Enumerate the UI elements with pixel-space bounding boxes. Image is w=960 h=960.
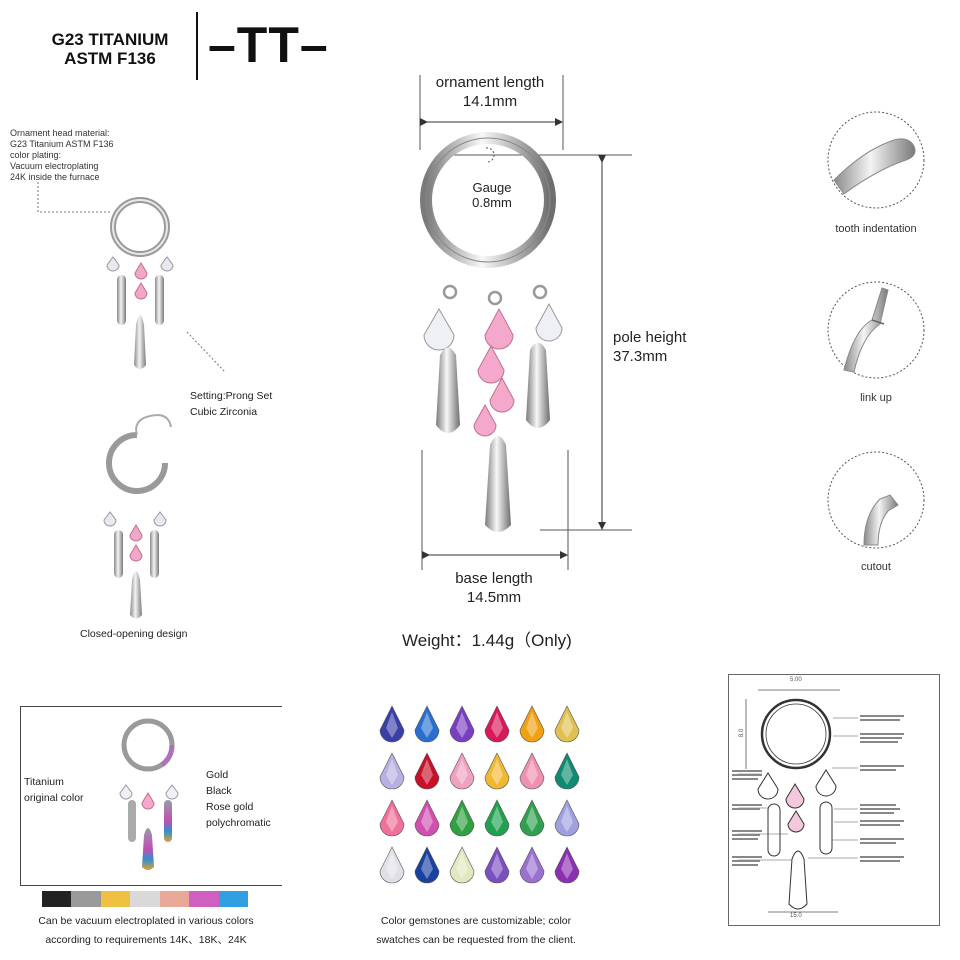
plating-caption-line: Can be vacuum electroplated in various c… <box>38 915 254 927</box>
open-earring-image <box>103 413 172 619</box>
material-note-line: Vacuum electroplating <box>10 161 99 171</box>
gemstone-swatch <box>479 747 514 794</box>
plating-swatch <box>218 891 248 907</box>
detail-caption-tooth: tooth indentation <box>835 223 917 235</box>
plating-options: Gold Black Rose gold polychromatic <box>206 767 271 831</box>
plating-left-line: Titanium <box>24 776 64 788</box>
gemstone-swatch <box>514 747 549 794</box>
plating-option: polychromatic <box>206 817 271 829</box>
material-note-line: 24K inside the furnace <box>10 172 100 182</box>
gemstone-swatch <box>549 700 584 747</box>
material-note: Ornament head material: G23 Titanium AST… <box>10 128 160 183</box>
base-length-label: base length <box>455 570 533 587</box>
material-leader-line <box>37 182 110 213</box>
brand-logo: –TT– <box>208 17 329 73</box>
weight-label: Weight：1.44g（Only) <box>402 631 572 650</box>
cutout-icon <box>827 451 925 549</box>
gemstone-swatch <box>409 700 444 747</box>
plating-option: Gold <box>206 769 229 781</box>
ornament-length-value: 14.1mm <box>462 93 518 110</box>
plating-swatch <box>159 891 190 907</box>
brand-divider <box>196 12 198 80</box>
gemstone-swatch <box>374 700 409 747</box>
brand-title-line1: G23 TITANIUM <box>51 30 169 49</box>
gemstone-swatch <box>409 841 444 888</box>
earring-product-image <box>106 197 174 369</box>
brand-title-line2: ASTM F136 <box>64 49 156 68</box>
gemstone-swatch <box>479 794 514 841</box>
setting-note-line: Cubic Zirconia <box>190 406 258 418</box>
tooth-indentation-icon <box>827 111 925 209</box>
ornament-length-label: ornament length <box>435 74 545 91</box>
gemstone-color-grid <box>374 700 584 890</box>
setting-note: Setting:Prong Set Cubic Zirconia <box>190 388 272 420</box>
drawing-top-dimension: 5.00 <box>790 677 802 683</box>
detail-caption-cutout: cutout <box>861 561 891 573</box>
detail-caption-link: link up <box>860 392 892 404</box>
gemstone-swatch <box>374 841 409 888</box>
plating-panel-left-line <box>20 706 21 886</box>
plating-caption: Can be vacuum electroplated in various c… <box>20 912 272 950</box>
titanium-original-color: Titanium original color <box>24 774 84 806</box>
plating-swatch <box>130 891 160 907</box>
plating-option: Black <box>206 785 232 797</box>
gemstone-swatch <box>514 841 549 888</box>
gemstone-swatch <box>514 794 549 841</box>
gemstone-swatch <box>514 700 549 747</box>
gemstone-swatch <box>374 794 409 841</box>
setting-note-line: Setting:Prong Set <box>190 390 273 402</box>
plating-swatch <box>71 891 101 907</box>
gemstone-swatch <box>444 700 479 747</box>
material-note-line: Ornament head material: <box>10 128 110 138</box>
drawing-bottom-dimension: 15.0 <box>790 913 802 919</box>
technical-drawing <box>728 674 940 926</box>
plating-swatch <box>100 891 131 907</box>
gemstone-swatch <box>374 747 409 794</box>
plating-left-line: original color <box>24 792 84 804</box>
gauge-label: Gauge <box>472 180 512 195</box>
gemstone-swatch <box>549 841 584 888</box>
plating-swatch <box>189 891 219 907</box>
gemstone-caption-line: swatches can be requested from the clien… <box>376 934 576 946</box>
gemstone-caption-line: Color gemstones are customizable; color <box>380 915 572 927</box>
base-length-value: 14.5mm <box>466 589 522 606</box>
material-note-line: color plating: <box>10 150 62 160</box>
gemstone-swatch <box>444 747 479 794</box>
closed-opening-caption: Closed-opening design <box>80 628 188 640</box>
material-note-line: G23 Titanium ASTM F136 <box>10 139 114 149</box>
plating-panel-bottom-line <box>20 885 282 886</box>
plating-color-swatches <box>42 891 248 907</box>
pole-height-label: pole height <box>613 329 687 346</box>
gemstone-swatch <box>409 747 444 794</box>
hinge-icon <box>827 281 925 379</box>
brand-title: G23 TITANIUM ASTM F136 <box>40 30 180 68</box>
plating-panel-top-line <box>20 706 282 707</box>
plated-earring-image <box>119 718 179 870</box>
gemstone-swatch <box>444 841 479 888</box>
gauge-value: 0.8mm <box>472 195 512 210</box>
drawing-side-dimension: 8.0 <box>739 728 746 738</box>
plating-caption-line: according to requirements 14K、18K、24K <box>45 934 247 946</box>
gemstone-swatch <box>479 700 514 747</box>
setting-leader-line <box>186 331 226 373</box>
plating-swatch <box>42 891 72 907</box>
plating-option: Rose gold <box>206 801 254 813</box>
gemstone-swatch <box>549 747 584 794</box>
gemstone-swatch <box>549 794 584 841</box>
gemstone-swatch <box>409 794 444 841</box>
main-earring-diagram <box>419 75 632 570</box>
gemstone-caption: Color gemstones are customizable; color … <box>356 912 596 950</box>
gemstone-swatch <box>444 794 479 841</box>
gemstone-swatch <box>479 841 514 888</box>
pole-height-value: 37.3mm <box>613 348 668 365</box>
